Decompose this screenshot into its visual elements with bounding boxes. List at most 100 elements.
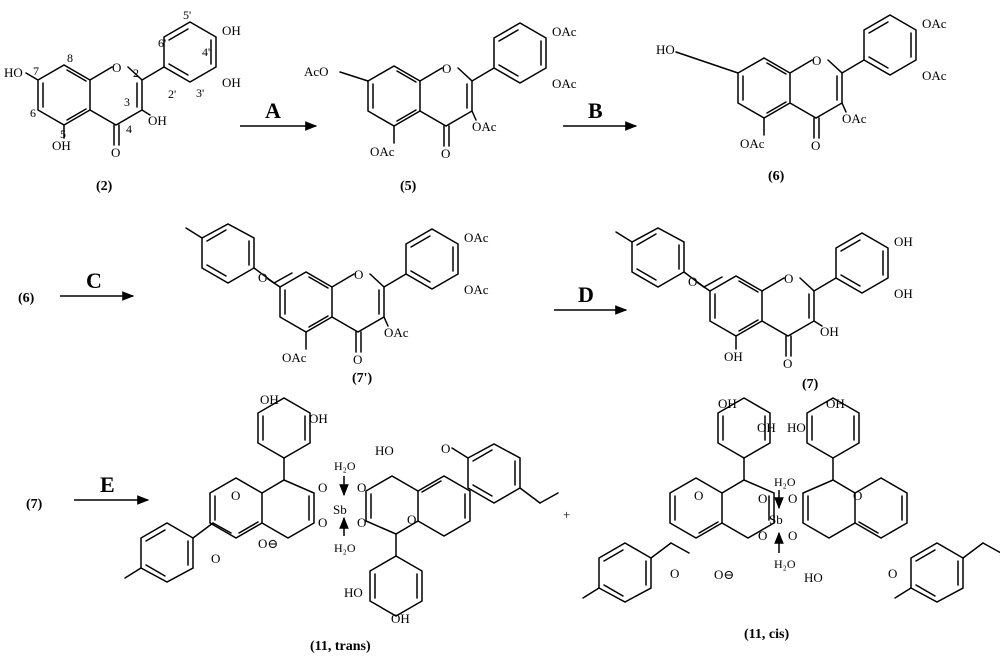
- carbonyl-oxygen-label: O: [111, 145, 120, 160]
- oac-3p-label: OAc: [922, 68, 947, 83]
- position-2p: 2': [168, 87, 176, 101]
- ring-oxygen-label: O: [784, 271, 793, 286]
- carbonyl-oxygen-label: O: [353, 352, 362, 367]
- ring-oxygen-left: O: [231, 488, 240, 503]
- oh-top-right-a: OH: [826, 396, 845, 411]
- label-compound-7: (7): [802, 377, 819, 392]
- position-7: 7: [33, 64, 39, 78]
- step-a-label: A: [265, 98, 281, 123]
- ring-oxygen-right: O: [853, 488, 862, 503]
- water-top-label: H₂O: [774, 475, 796, 489]
- oac-3-label: OAc: [842, 111, 867, 126]
- oac-4p-label: OAc: [464, 230, 489, 245]
- position-3: 3: [124, 95, 130, 109]
- oh-4p-label: OH: [222, 23, 241, 38]
- label-compound-7-start: (7): [26, 497, 43, 512]
- oh-3-label: OH: [148, 113, 167, 128]
- complex-11-cis: OH OH O O O O⊖ O Sb H₂O H₂O O O HO OH O …: [582, 396, 1000, 603]
- o4-right: O: [788, 528, 797, 543]
- position-8: 8: [67, 51, 73, 65]
- o3-right: O: [788, 491, 797, 506]
- oh-top-left-a: OH: [718, 396, 737, 411]
- oh-4p-label: OH: [894, 234, 913, 249]
- step-d-label: D: [578, 282, 594, 307]
- phenolate-label: O⊖: [258, 536, 278, 551]
- o4-left: O: [758, 528, 767, 543]
- compound-7: O O O OH OH OH OH: [615, 227, 913, 371]
- position-4: 4: [126, 122, 132, 136]
- ring-oxygen-label: O: [812, 53, 821, 68]
- oh-7-label: HO: [4, 65, 23, 80]
- oac-5-label: OAc: [740, 136, 765, 151]
- label-compound-7-prime: (7'): [352, 371, 373, 386]
- oh-bottom-label: OH: [391, 611, 410, 626]
- oh-5-label: OH: [52, 138, 71, 153]
- compound-6: O O HO OAc OAc OAc OAc: [656, 14, 947, 153]
- ho-5-right-label: HO: [375, 443, 394, 458]
- oh-5-label: OH: [724, 349, 743, 364]
- o3-left: O: [318, 480, 327, 495]
- label-compound-6-start: (6): [18, 291, 35, 306]
- oac-3p-label: OAc: [552, 76, 577, 91]
- carbonyl-oxygen-label: O: [811, 138, 820, 153]
- ring-oxygen-label: O: [112, 60, 121, 75]
- ring-oxygen-label: O: [442, 61, 451, 76]
- label-compound-5: (5): [400, 179, 417, 194]
- position-5p: 5': [183, 8, 191, 22]
- ether-oxygen-left: O: [670, 566, 679, 581]
- o4-right: O: [357, 480, 366, 495]
- oh-top-left-b: OH: [757, 420, 776, 435]
- oac-5-label: OAc: [282, 350, 307, 365]
- oac-4p-label: OAc: [922, 16, 947, 31]
- plus-sign: +: [563, 507, 570, 522]
- ether-oxygen-left: O: [211, 551, 220, 566]
- ether-oxygen-right: O: [441, 441, 450, 456]
- carbonyl-oxygen-label: O: [441, 146, 450, 161]
- compound-5: O O AcO OAc OAc OAc OAc: [304, 22, 577, 161]
- complex-11-trans: OH OH O O O O⊖ O Sb H₂O H₂O O O HO O O: [124, 392, 559, 626]
- compound-2: O O HO OH OH OH OH 7 8 6 5 2 3 4 6' 5' 4…: [4, 8, 241, 160]
- step-c-label: C: [86, 268, 102, 293]
- compound-7-prime: O O O OAc OAc OAc OAc: [185, 223, 489, 367]
- oh-top-label: OH: [260, 392, 279, 407]
- position-3p: 3': [196, 86, 204, 100]
- phenolate-label: O⊖: [714, 567, 734, 582]
- o3-right: O: [357, 515, 366, 530]
- oac-3-label: OAc: [472, 119, 497, 134]
- o3-left: O: [758, 491, 767, 506]
- oh-3p-label: OH: [894, 286, 913, 301]
- label-compound-11-cis: (11, cis): [744, 627, 789, 642]
- oh-3p-label: OH: [222, 75, 241, 90]
- label-compound-11-trans: (11, trans): [310, 639, 371, 654]
- ether-oxygen-right: O: [888, 566, 897, 581]
- sb-label: Sb: [333, 502, 347, 517]
- step-e-label: E: [100, 472, 115, 497]
- ho-top-right-b: HO: [787, 420, 806, 435]
- position-2: 2: [133, 66, 139, 80]
- oh-top-right-label: OH: [309, 411, 328, 426]
- oac-7-label: AcO: [304, 64, 329, 79]
- oac-4p-label: OAc: [552, 24, 577, 39]
- position-6p: 6': [158, 36, 166, 50]
- step-b-label: B: [588, 98, 603, 123]
- o4-left: O: [318, 515, 327, 530]
- oh-3-label: OH: [820, 324, 839, 339]
- ring-oxygen-right: O: [407, 512, 416, 527]
- label-compound-2: (2): [96, 179, 113, 194]
- oac-5-label: OAc: [370, 144, 395, 159]
- sb-label: Sb: [769, 512, 783, 527]
- carbonyl-oxygen-label: O: [783, 356, 792, 371]
- position-5: 5: [60, 127, 66, 141]
- water-top-label: H₂O: [334, 459, 356, 473]
- position-4p: 4': [202, 45, 210, 59]
- ho-5-right-label: HO: [804, 570, 823, 585]
- ether-oxygen-label: O: [258, 270, 267, 285]
- oac-3-label: OAc: [384, 325, 409, 340]
- water-bottom-label: H₂O: [334, 541, 356, 555]
- oh-7-label: HO: [656, 42, 675, 57]
- ring-oxygen-label: O: [354, 267, 363, 282]
- oac-3p-label: OAc: [464, 282, 489, 297]
- ho-bottom-left-label: HO: [344, 585, 363, 600]
- water-bottom-label: H₂O: [774, 557, 796, 571]
- label-compound-6: (6): [768, 169, 785, 184]
